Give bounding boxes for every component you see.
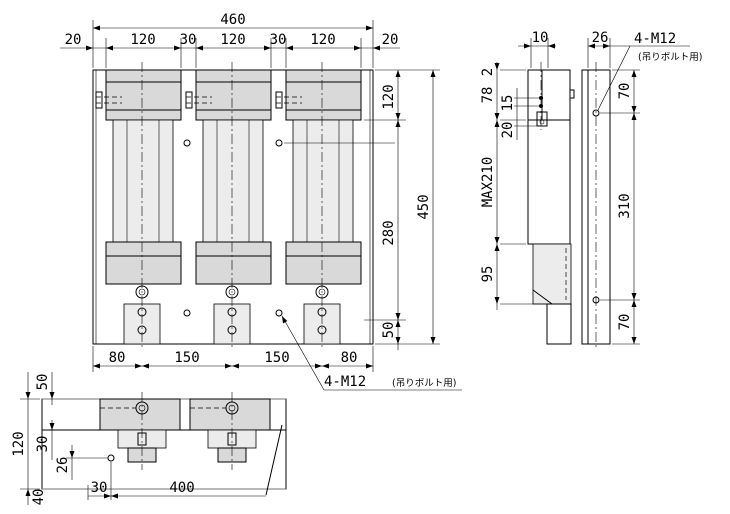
dim-unit-width-2: 120 <box>220 32 245 48</box>
dim-side-95: 95 <box>480 266 496 283</box>
dim-max-stroke: MAX210 <box>480 157 496 208</box>
dim-unit-width-1: 120 <box>130 32 155 48</box>
bolt-hole <box>107 454 115 462</box>
dim-side-15: 15 <box>500 95 516 112</box>
front-bolt-callout: 4-M12 <box>324 374 366 390</box>
dim-side-20: 20 <box>500 122 516 139</box>
dim-mid-height: 280 <box>381 220 397 245</box>
dim-edge-left: 20 <box>65 32 82 48</box>
dim-side-top-width: 10 <box>532 30 549 46</box>
dim-bottom-height: 50 <box>381 322 397 339</box>
dim-bottom-bolt-offset: 70 <box>617 314 633 331</box>
bolt-hole <box>183 309 191 317</box>
dim-bolt-pitch: 310 <box>617 193 633 218</box>
dim-gap-2: 30 <box>270 32 287 48</box>
dim-base-pitch-2: 150 <box>264 350 289 366</box>
dim-overall-height: 450 <box>416 194 432 219</box>
bolt-hole <box>275 139 283 147</box>
actuator-unit-1 <box>95 62 182 350</box>
bolt-hole <box>275 309 283 317</box>
dim-top-26: 26 <box>55 457 71 474</box>
dim-top-400: 400 <box>169 480 194 496</box>
dim-top-40: 40 <box>31 489 47 506</box>
dim-base-pitch-1: 150 <box>174 350 199 366</box>
dim-top-50: 50 <box>35 374 51 391</box>
dim-edge-right: 20 <box>382 32 399 48</box>
dim-base-right: 80 <box>341 350 358 366</box>
dim-side-2: 2 <box>480 68 496 76</box>
dim-gap-1: 30 <box>180 32 197 48</box>
dim-overall-width: 460 <box>220 12 245 28</box>
dim-top-30: 30 <box>35 436 51 453</box>
dim-bracket-width: 26 <box>592 30 609 46</box>
side-bolt-note: (吊りボルト用) <box>638 52 702 63</box>
dim-top-120: 120 <box>11 431 27 456</box>
dim-top-30-bottom: 30 <box>91 480 108 496</box>
dim-side-78: 78 <box>480 87 496 104</box>
front-bolt-note: (吊りボルト用) <box>392 378 456 389</box>
dim-top-bolt-offset: 70 <box>617 83 633 100</box>
actuator-unit-2 <box>185 62 272 350</box>
front-view: 460 20 120 30 120 30 120 20 120 <box>60 12 462 391</box>
dim-base-left: 80 <box>109 350 126 366</box>
side-view: 10 26 4-M12 (吊りボルト用) 2 78 MAX210 95 15 2… <box>480 30 702 350</box>
bolt-hole <box>183 139 191 147</box>
dim-top-block-height: 120 <box>381 84 397 109</box>
actuator-unit-3 <box>275 62 362 350</box>
side-bolt-callout: 4-M12 <box>634 31 676 47</box>
dim-unit-width-3: 120 <box>310 32 335 48</box>
top-view: 120 50 30 26 40 30 400 <box>11 372 287 506</box>
